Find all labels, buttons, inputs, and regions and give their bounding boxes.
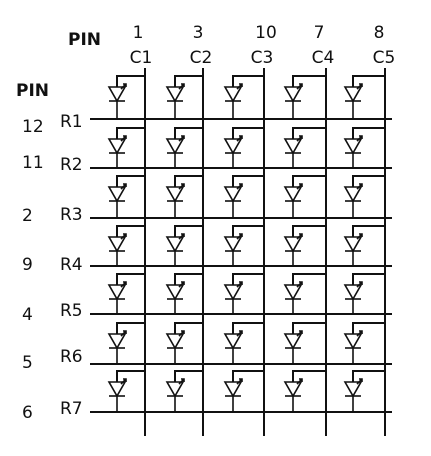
led-diode-icon (223, 175, 264, 218)
led-diode-icon (223, 75, 264, 119)
led-diode-icon (107, 370, 145, 412)
led-diode-icon (343, 175, 385, 218)
led-diode-icon (343, 273, 385, 314)
led-diode-icon (283, 370, 326, 412)
led-diode-icon (343, 127, 385, 168)
column-label: C5 (373, 48, 396, 68)
column-labels: 1 C1 3 C2 10 C3 7 C4 8 C5 (130, 23, 396, 68)
led-diode-icon (343, 75, 385, 119)
row-label: R3 (60, 205, 83, 225)
column-pin-number: 8 (374, 23, 385, 43)
row-label: R4 (60, 255, 83, 275)
row-label: R7 (60, 399, 83, 419)
column-label: C2 (190, 48, 213, 68)
led-diode-icon (107, 127, 145, 168)
column-label: C3 (251, 48, 274, 68)
row-pin-number: 5 (22, 353, 33, 373)
matrix-wires (90, 68, 392, 436)
led-diode-icon (107, 175, 145, 218)
row-pin-number: 2 (22, 206, 33, 226)
column-pin-number: 3 (193, 23, 204, 43)
row-labels: 12 R1 11 R2 2 R3 9 R4 4 R5 5 R6 6 R7 (22, 112, 83, 423)
led-diode-icon (165, 370, 203, 412)
row-pin-number: 4 (22, 305, 33, 325)
row-label: R2 (60, 155, 83, 175)
led-diode-icon (223, 273, 264, 314)
row-pin-header: PIN (16, 81, 49, 101)
led-diode-icon (223, 127, 264, 168)
led-diode-icon (165, 273, 203, 314)
led-diodes (107, 75, 385, 412)
led-diode-icon (107, 225, 145, 266)
row-label: R1 (60, 112, 83, 132)
led-diode-icon (223, 225, 264, 266)
row-label: R6 (60, 347, 83, 367)
row-pin-number: 9 (22, 255, 33, 275)
led-diode-icon (165, 225, 203, 266)
led-diode-icon (343, 322, 385, 364)
led-diode-icon (165, 75, 203, 119)
led-diode-icon (283, 225, 326, 266)
column-label: C1 (130, 48, 153, 68)
led-diode-icon (165, 175, 203, 218)
led-diode-icon (165, 127, 203, 168)
column-label: C4 (312, 48, 335, 68)
led-diode-icon (283, 175, 326, 218)
row-label: R5 (60, 301, 83, 321)
led-diode-icon (165, 322, 203, 364)
led-diode-icon (223, 322, 264, 364)
led-diode-icon (283, 127, 326, 168)
led-diode-icon (107, 322, 145, 364)
led-diode-icon (283, 322, 326, 364)
row-pin-number: 11 (22, 153, 44, 173)
column-pin-number: 1 (133, 23, 144, 43)
column-pin-header: PIN (68, 30, 101, 50)
led-diode-icon (107, 273, 145, 314)
led-diode-icon (223, 370, 264, 412)
column-pin-number: 7 (314, 23, 325, 43)
row-pin-number: 6 (22, 403, 33, 423)
led-diode-icon (283, 273, 326, 314)
led-diode-icon (283, 75, 326, 119)
led-diode-icon (107, 75, 145, 119)
row-pin-number: 12 (22, 117, 44, 137)
column-pin-number: 10 (255, 23, 277, 43)
led-diode-icon (343, 370, 385, 412)
led-diode-icon (343, 225, 385, 266)
